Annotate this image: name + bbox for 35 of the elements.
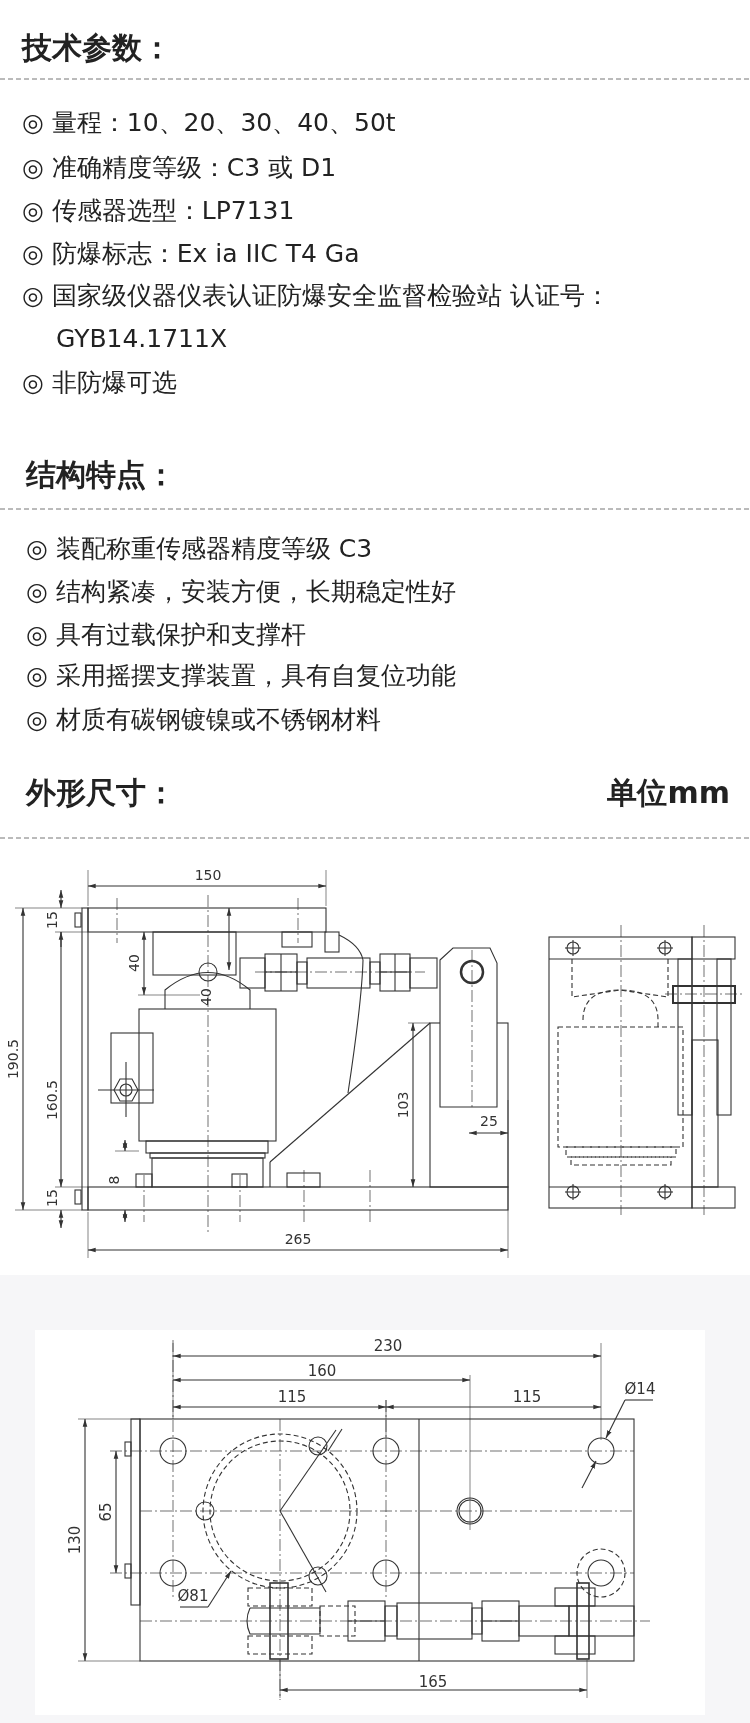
text-line: ◎ 采用摇摆支撑装置，具有自复位功能 (26, 660, 456, 692)
dimension-label: 25 (480, 1113, 498, 1131)
dimension-label: 40 (198, 988, 216, 1006)
dimension-label: 265 (284, 1231, 312, 1249)
section-heading: 外形尺寸： (26, 774, 176, 812)
text-line: ◎ 量程：10、20、30、40、50t (22, 107, 396, 139)
text-line: ◎ 装配称重传感器精度等级 C3 (26, 533, 373, 565)
text-line: ◎ 防爆标志：Ex ia IIC T4 Ga (22, 238, 360, 270)
dimension-label: Ø14 (624, 1379, 656, 1399)
section-heading: 结构特点： (26, 456, 176, 494)
dimension-label: 103 (395, 1091, 413, 1119)
text-line: ◎ 结构紧凑，安装方便，长期稳定性好 (26, 576, 456, 608)
section-heading: 技术参数： (22, 29, 172, 67)
dimension-label: 15 (44, 911, 62, 929)
text-line: ◎ 非防爆可选 (22, 367, 177, 399)
dimension-label: 230 (373, 1336, 403, 1356)
dimension-label: 190.5 (5, 1038, 23, 1080)
dimension-label: 160 (307, 1361, 337, 1381)
dimension-label: 40 (126, 954, 144, 972)
dimension-label: 150 (194, 867, 222, 885)
dimension-label: Ø81 (177, 1586, 209, 1606)
dimension-label: 65 (96, 1502, 116, 1522)
dimension-label: 160.5 (44, 1079, 62, 1121)
dimension-label: 115 (512, 1387, 542, 1407)
section-heading: 单位mm (607, 774, 730, 812)
text-line: ◎ 材质有碳钢镀镍或不锈钢材料 (26, 704, 381, 736)
text-line: ◎ 国家级仪器仪表认证防爆安全监督检验站 认证号：GYB14.1711X (22, 280, 611, 355)
dimension-label: 165 (418, 1672, 448, 1692)
dimension-label: 15 (44, 1189, 62, 1207)
text-line: ◎ 具有过载保护和支撑杆 (26, 619, 306, 651)
text-line: ◎ 准确精度等级：C3 或 D1 (22, 152, 337, 184)
dimension-label: 130 (65, 1525, 85, 1555)
dimension-label: 115 (277, 1387, 307, 1407)
dimension-label: 8 (106, 1175, 124, 1185)
text-line: ◎ 传感器选型：LP7131 (22, 195, 295, 227)
